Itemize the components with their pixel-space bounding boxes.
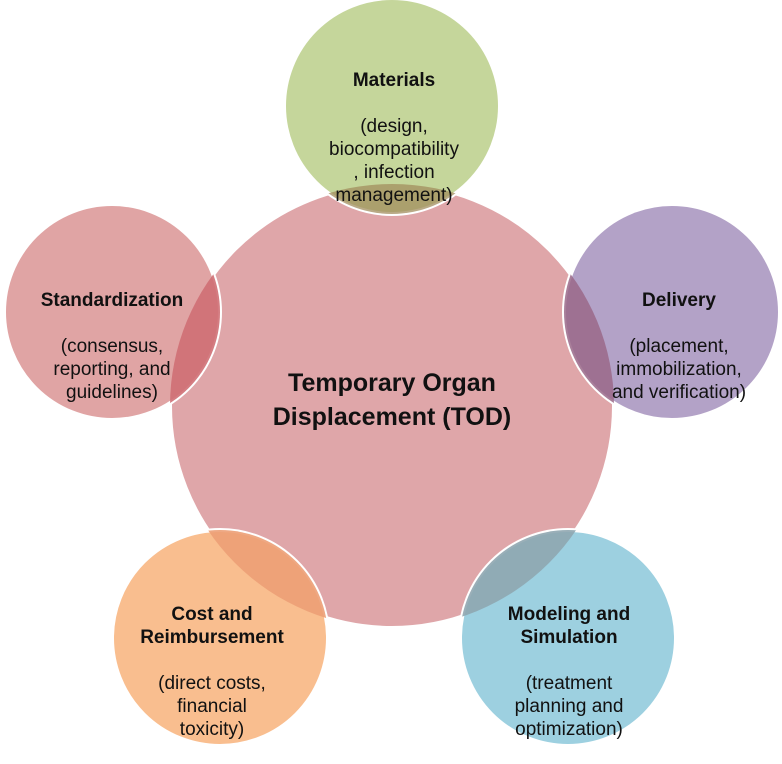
materials-circle	[282, 0, 502, 216]
cost-overlap	[170, 530, 328, 628]
modeling-overlap	[460, 530, 614, 628]
